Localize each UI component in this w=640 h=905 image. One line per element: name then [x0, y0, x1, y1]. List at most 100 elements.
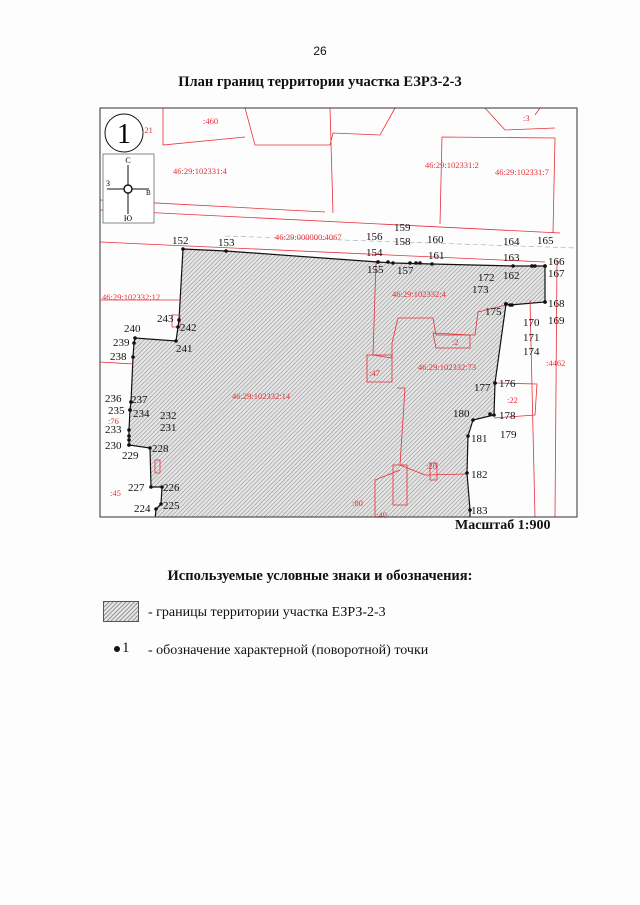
cadastral-lines: [100, 108, 561, 517]
parcel-label: :76: [108, 416, 119, 426]
boundary-point-marker: [174, 339, 178, 343]
boundary-point-label: 155: [367, 264, 384, 276]
parcel-label: 46:29:102332:12: [102, 292, 160, 302]
boundary-point-marker: [465, 471, 469, 475]
boundary-point-label: 159: [394, 222, 411, 234]
boundary-point-marker: [148, 446, 152, 450]
boundary-point-marker: [376, 260, 380, 264]
boundary-point-marker: [511, 264, 515, 268]
boundary-point-label: 152: [172, 235, 189, 247]
boundary-point-label: 165: [537, 235, 554, 247]
boundary-point-label: 154: [366, 247, 383, 259]
svg-text:З: З: [106, 179, 110, 188]
legend-point-number: 1: [122, 640, 130, 656]
boundary-point-label: 176: [499, 378, 516, 390]
boundary-point-marker: [386, 260, 390, 264]
parcel-label: :47: [369, 368, 380, 378]
legend-title: Используемые условные знаки и обозначени…: [167, 568, 473, 584]
boundary-point-label: 156: [366, 231, 383, 243]
boundary-point-label: 160: [427, 234, 444, 246]
boundary-point-label: 153: [218, 237, 235, 249]
boundary-point-marker: [504, 302, 508, 306]
parcel-label: 46:29:102332:73: [418, 362, 476, 372]
boundary-point-marker: [133, 336, 137, 340]
svg-text:В: В: [146, 189, 151, 197]
boundary-point-marker: [488, 412, 492, 416]
svg-text:Ю: Ю: [124, 214, 132, 223]
boundary-point-marker: [533, 264, 537, 268]
boundary-point-marker: [127, 428, 131, 432]
boundary-point-label: 238: [110, 351, 127, 363]
boundary-point-marker: [176, 325, 180, 329]
boundary-point-label: 236: [105, 393, 122, 405]
boundary-point-label: 169: [548, 315, 565, 327]
boundary-point-marker: [132, 341, 136, 345]
boundary-map: 1 С Ю З В 46:29:102331:446:29:102331:246…: [99, 107, 578, 520]
svg-text:С: С: [125, 156, 130, 165]
boundary-point-marker: [224, 249, 228, 253]
boundary-point-marker: [127, 438, 131, 442]
parcel-label: :45: [110, 488, 121, 498]
boundary-point-label: 171: [523, 332, 540, 344]
boundary-point-label: 230: [105, 440, 122, 452]
territory-area: [128, 248, 546, 517]
legend-hatched-swatch: [103, 601, 139, 622]
boundary-point-marker: [508, 303, 512, 307]
boundary-point-label: 181: [471, 433, 488, 445]
boundary-point-label: 239: [113, 337, 130, 349]
boundary-point-label: 232: [160, 410, 177, 422]
boundary-point-marker: [471, 418, 475, 422]
boundary-point-label: 183: [471, 505, 488, 517]
boundary-point-label: 179: [500, 429, 517, 441]
boundary-point-label: 164: [503, 236, 520, 248]
boundary-point-label: 242: [180, 322, 197, 334]
boundary-point-marker: [543, 264, 547, 268]
boundary-point-label: 170: [523, 317, 540, 329]
boundary-point-label: 243: [157, 313, 174, 325]
legend-point-icon: [114, 646, 120, 652]
sheet-number-circle: [104, 113, 144, 153]
boundary-point-label: 162: [503, 270, 520, 282]
boundary-point-label: 241: [176, 343, 193, 355]
parcel-label: 46:29:102332:14: [232, 391, 291, 401]
parcel-labels: 46:29:102331:446:29:102331:246:29:102331…: [102, 113, 565, 520]
boundary-point-marker: [181, 247, 185, 251]
legend-item-boundary: - границы территории участка ЕЗРЗ-2-3: [148, 605, 386, 620]
boundary-point-marker: [129, 400, 133, 404]
parcel-label: :80: [352, 498, 363, 508]
boundary-point-marker: [128, 408, 132, 412]
boundary-point-label: 226: [163, 482, 180, 494]
boundary-point-label: 174: [523, 346, 540, 358]
page-title: План границ территории участка ЕЗРЗ-2-3: [178, 74, 462, 90]
parcel-label: 46:29:102331:2: [425, 160, 479, 170]
parcel-label: :2: [452, 337, 459, 347]
boundary-point-marker: [149, 485, 153, 489]
boundary-point-marker: [543, 300, 547, 304]
parcel-label: :22: [507, 395, 518, 405]
boundary-point-label: 166: [548, 256, 565, 268]
parcel-label: 46:29:102331:7: [495, 167, 549, 177]
parcel-label: :21: [142, 125, 153, 135]
boundary-point-marker: [159, 502, 163, 506]
boundary-point-marker: [492, 413, 496, 417]
parcel-label: :40: [376, 510, 387, 520]
boundary-point-marker: [493, 381, 497, 385]
boundary-point-label: 225: [163, 500, 180, 512]
boundary-point-label: 158: [394, 236, 411, 248]
boundary-point-label: 163: [503, 252, 520, 264]
boundary-point-label: 157: [397, 265, 414, 277]
compass-icon: С Ю З В: [102, 153, 155, 224]
parcel-label: :3: [523, 113, 530, 123]
boundary-point-marker: [430, 262, 434, 266]
boundary-point-marker: [418, 261, 422, 265]
parcel-label: :460: [203, 116, 218, 126]
boundary-point-label: 167: [548, 268, 565, 280]
boundary-point-marker: [408, 261, 412, 265]
boundary-point-label: 234: [133, 408, 150, 420]
boundary-point-label: 172: [478, 272, 495, 284]
boundary-point-label: 177: [474, 382, 491, 394]
boundary-point-label: 178: [499, 410, 516, 422]
parcel-label: :4462: [546, 358, 565, 368]
